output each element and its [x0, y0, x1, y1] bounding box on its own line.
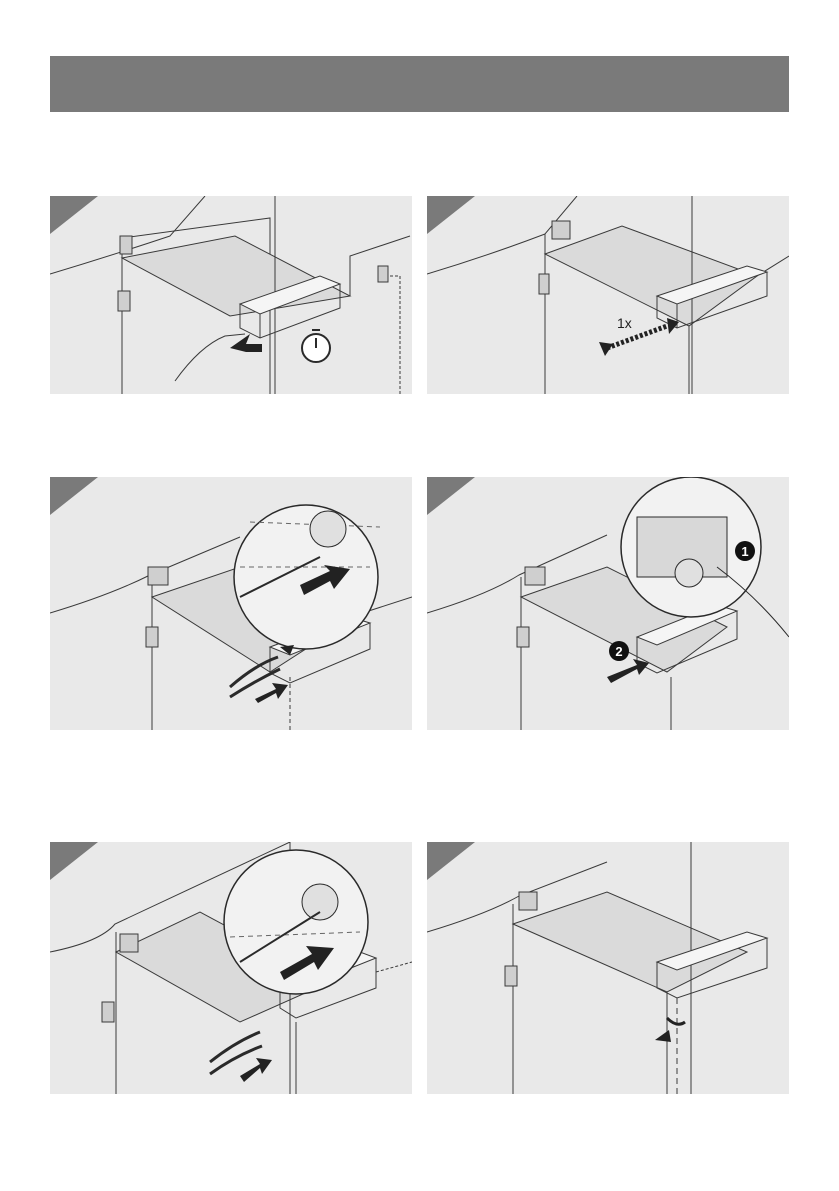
badge-2: 2: [609, 641, 629, 661]
step-panel-1: [50, 196, 412, 394]
detail-magnifier: [224, 850, 368, 994]
step-3-illustration: [50, 477, 412, 730]
step-6-illustration: [427, 842, 789, 1094]
badge-1: 1: [735, 541, 755, 561]
header-bar: [50, 56, 789, 112]
step-1-illustration: [50, 196, 412, 394]
step-panel-5: [50, 842, 412, 1094]
svg-text:2: 2: [615, 644, 622, 659]
step-5-illustration: [50, 842, 412, 1094]
step-panel-4: 1 2: [427, 477, 789, 730]
step-panel-3: [50, 477, 412, 730]
step-panel-6: [427, 842, 789, 1094]
step-panel-2: 1x: [427, 196, 789, 394]
step-2-illustration: 1x: [427, 196, 789, 394]
step-4-illustration: 1 2: [427, 477, 789, 730]
svg-text:1: 1: [741, 544, 748, 559]
repeat-label: 1x: [617, 315, 632, 331]
